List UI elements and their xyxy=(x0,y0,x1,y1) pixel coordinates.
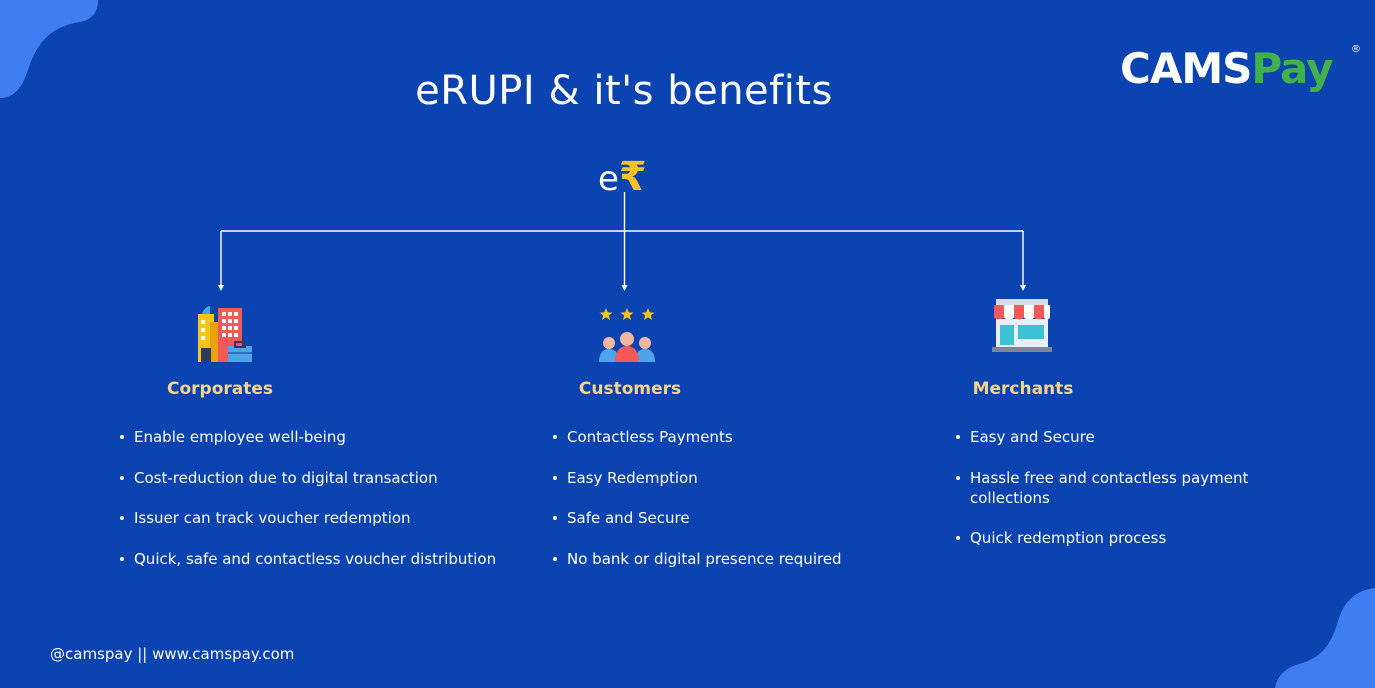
column-title-merchants: Merchants xyxy=(972,379,1074,399)
rupee-symbol: ₹ xyxy=(618,154,647,200)
column-title-customers: Customers xyxy=(578,379,682,399)
corporates-benefits-list: Enable employee well-being Cost-reductio… xyxy=(120,427,510,589)
list-item: Cost-reduction due to digital transactio… xyxy=(120,468,510,488)
list-item: Contactless Payments xyxy=(553,427,893,447)
list-item: Enable employee well-being xyxy=(120,427,510,447)
list-item: Quick redemption process xyxy=(956,528,1256,548)
corner-blob-bottom-right xyxy=(1275,588,1375,688)
list-item: Easy Redemption xyxy=(553,468,893,488)
erupi-root-node: e₹ xyxy=(598,154,647,200)
footer-social-handle: @camspay || www.camspay.com xyxy=(50,645,295,663)
list-item: Hassle free and contactless payment coll… xyxy=(956,468,1256,508)
page-title: eRUPI & it's benefits xyxy=(415,68,833,114)
column-title-corporates: Corporates xyxy=(166,379,274,399)
office-buildings-icon xyxy=(198,306,252,362)
root-prefix: e xyxy=(598,159,619,199)
list-item: Issuer can track voucher redemption xyxy=(120,508,510,528)
list-item: Safe and Secure xyxy=(553,508,893,528)
list-item: Easy and Secure xyxy=(956,427,1256,447)
list-item: Quick, safe and contactless voucher dist… xyxy=(120,549,510,569)
arrow-head-corporates xyxy=(218,285,224,291)
camspay-logo: CAMSPay ® xyxy=(1120,44,1361,93)
arrow-head-merchants xyxy=(1020,285,1026,291)
merchants-benefits-list: Easy and Secure Hassle free and contactl… xyxy=(956,427,1256,569)
registered-mark: ® xyxy=(1351,44,1361,55)
customers-benefits-list: Contactless Payments Easy Redemption Saf… xyxy=(553,427,893,589)
shop-storefront-icon xyxy=(992,299,1052,352)
logo-text-pay: Pay xyxy=(1251,44,1333,93)
customers-rating-icon xyxy=(599,308,655,362)
list-item: No bank or digital presence required xyxy=(553,549,893,569)
logo-text-cams: CAMS xyxy=(1120,44,1252,93)
corner-blob-top-left xyxy=(0,0,98,98)
arrow-head-customers xyxy=(621,285,628,291)
